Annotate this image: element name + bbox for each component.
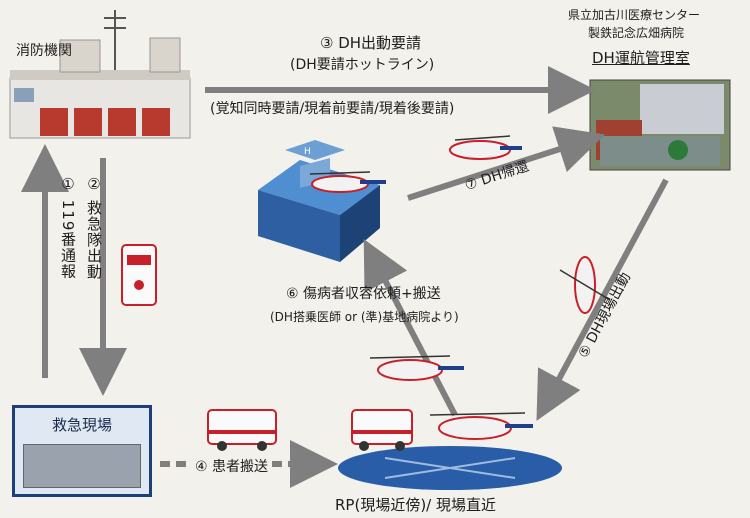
arrow-dh-return: [407, 126, 606, 201]
helicopter-landed: [429, 412, 533, 440]
dh-control-room-label: DH運航管理室: [592, 49, 690, 67]
svg-text:H: H: [304, 147, 311, 157]
arrow-patient-transfer: [363, 239, 458, 417]
ambulance-dispatch: [121, 244, 157, 306]
hospital-label-2: 製鉄記念広畑病院: [588, 26, 685, 40]
hospital-building: H: [258, 140, 380, 262]
edge-6-sub: (DH搭乗医師 or (準)基地病院より): [270, 310, 459, 324]
ambulance-at-pad: [351, 409, 413, 451]
arrow-dh-dispatch: [536, 178, 669, 421]
edge-3-sub2: (覚知同時要請/現着前要請/現着後要請): [210, 101, 455, 117]
helicopter-midair: [369, 355, 464, 381]
fire-station-building: [9, 10, 191, 139]
emergency-site-box: 救急現場: [12, 405, 152, 497]
helicopter-on-hospital: [309, 171, 386, 193]
emergency-site-label: 救急現場: [51, 416, 112, 434]
helicopter-return: [449, 135, 522, 160]
edge-3-sub1: (DH要請ホットライン): [290, 57, 435, 73]
helipad: [338, 446, 562, 490]
hospital-label-1: 県立加古川医療センター: [568, 8, 701, 22]
edge-6-label: ⑥ 傷病者収容依頼+搬送: [286, 286, 441, 302]
edge-2-label: ② 救急隊出動: [85, 175, 103, 280]
edge-4-label: ④ 患者搬送: [192, 456, 272, 476]
dh-control-photo: [589, 79, 731, 171]
edge-1-label: ① 119番通報: [59, 175, 77, 280]
edge-3-label: ③ DH出動要請: [320, 34, 422, 52]
helicopter-dispatch: [559, 256, 611, 314]
fire-dept-label: 消防機関: [16, 43, 72, 59]
emergency-site-photo: [23, 444, 141, 488]
ambulance-transport: [207, 409, 277, 451]
landing-label: RP(現場近傍)/ 現場直近: [335, 496, 496, 514]
